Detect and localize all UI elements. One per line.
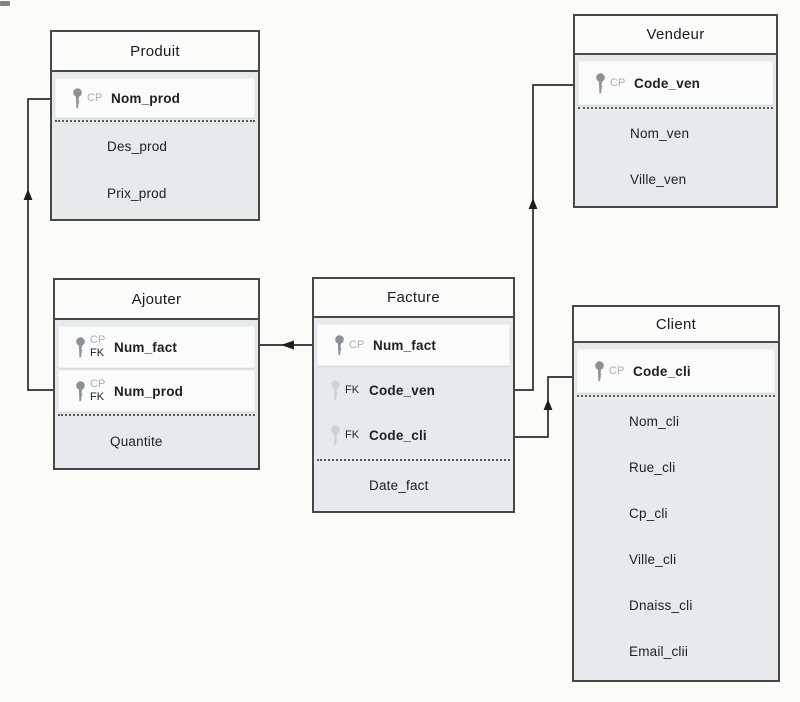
relationship-line-facture-vendeur [515, 84, 573, 391]
arrowhead-toward-ajouter [281, 340, 294, 350]
entity-ajouter: Ajouter CP FK Num_fact [53, 278, 260, 470]
field-name: Ville_cli [629, 551, 677, 567]
field-row-ville-cli: Ville_cli [574, 536, 778, 582]
entity-title: Produit [52, 32, 258, 72]
key-cell: FK [314, 425, 369, 446]
primary-key-icon [596, 72, 605, 93]
field-name: Cp_cli [629, 505, 668, 521]
key-separator [578, 107, 773, 109]
primary-key-icon [73, 87, 82, 108]
field-row-code-ven: FK Code_ven [314, 368, 513, 413]
field-row-ville-ven: Ville_ven [575, 156, 776, 202]
field-row-num-fact: CP Num_fact [317, 324, 510, 366]
field-row-cp-cli: Cp_cli [574, 490, 778, 536]
primary-key-icon [335, 334, 344, 355]
field-row-nom-ven: Nom_ven [575, 110, 776, 156]
entity-vendeur: Vendeur CP Code_ven Nom_ven Ville_ven [573, 14, 778, 208]
entity-body: CP FK Num_fact CP FK Num_prod Quantite [55, 320, 258, 465]
key-badges: CP FK [90, 379, 105, 403]
cp-badge: CP [610, 76, 626, 89]
arrowhead-toward-produit [23, 189, 33, 200]
foreign-key-icon [331, 425, 340, 446]
relationship-line-facture-client [515, 376, 572, 438]
field-row-quantite: Quantite [55, 417, 258, 465]
key-cell: CP [578, 360, 633, 382]
primary-key-icon [595, 360, 604, 381]
entity-body: CP Nom_prod Des_prod Prix_prod [52, 72, 258, 217]
key-separator [577, 395, 775, 397]
field-name: Des_prod [107, 139, 168, 154]
entity-facture: Facture CP Num_fact FK Code_ven [312, 277, 515, 513]
entity-title: Client [574, 307, 778, 343]
field-row-nom-prod: CP Nom_prod [55, 78, 255, 118]
arrowhead-toward-client [543, 399, 553, 410]
field-name: Code_ven [369, 383, 436, 398]
field-name: Num_prod [114, 383, 184, 399]
scan-artifact [0, 1, 10, 6]
field-name: Ville_ven [630, 171, 687, 187]
field-name: Date_fact [369, 478, 429, 493]
field-name: Nom_ven [630, 125, 690, 141]
field-name: Quantite [110, 433, 163, 449]
cp-badge: CP [87, 91, 103, 104]
entity-title: Facture [314, 279, 513, 318]
field-row-num-fact: CP FK Num_fact [58, 326, 255, 368]
entity-body: CP Code_cli Nom_cli Rue_cli Cp_cli Ville… [574, 343, 778, 674]
field-name: Dnaiss_cli [629, 597, 693, 613]
entity-client: Client CP Code_cli Nom_cli Rue_cli Cp_cl… [572, 305, 780, 682]
field-row-code-cli: CP Code_cli [577, 349, 775, 393]
key-cell: CP [579, 72, 634, 94]
cp-badge: CP [349, 338, 365, 351]
field-row-email-clii: Email_clii [574, 628, 778, 674]
field-name: Code_ven [634, 75, 701, 91]
field-name: Num_fact [373, 337, 437, 353]
cp-badge: CP [90, 334, 106, 346]
field-name: Code_cli [633, 363, 691, 379]
cp-badge: CP [609, 364, 625, 377]
field-name: Code_cli [369, 428, 427, 443]
field-name: Email_clii [629, 643, 689, 659]
field-row-des-prod: Des_prod [52, 123, 258, 170]
field-row-nom-cli: Nom_cli [574, 398, 778, 444]
entity-title: Vendeur [575, 16, 776, 55]
entity-title: Ajouter [55, 280, 258, 320]
key-separator [58, 414, 255, 416]
arrowhead-toward-vendeur [528, 198, 538, 209]
key-cell: CP [56, 87, 111, 109]
field-row-dnaiss-cli: Dnaiss_cli [574, 582, 778, 628]
fk-badge: FK [90, 347, 105, 359]
field-name: Rue_cli [629, 459, 676, 475]
cp-badge: CP [90, 378, 106, 390]
key-cell: CP FK [59, 379, 114, 403]
key-badges: CP FK [90, 335, 105, 359]
fk-badge: FK [90, 391, 105, 403]
field-row-code-ven: CP Code_ven [578, 61, 773, 105]
primary-foreign-key-icon [76, 380, 85, 401]
entity-body: CP Code_ven Nom_ven Ville_ven [575, 55, 776, 202]
key-cell: CP FK [59, 335, 114, 359]
primary-foreign-key-icon [76, 336, 85, 357]
key-separator [55, 120, 255, 122]
field-row-prix-prod: Prix_prod [52, 170, 258, 217]
field-row-date-fact: Date_fact [314, 462, 513, 509]
field-name: Num_fact [114, 339, 178, 355]
field-name: Nom_prod [111, 90, 181, 106]
fk-badge: FK [345, 429, 360, 441]
key-cell: CP [318, 334, 373, 356]
field-row-num-prod: CP FK Num_prod [58, 370, 255, 412]
field-row-code-cli: FK Code_cli [314, 413, 513, 458]
entity-produit: Produit CP Nom_prod Des_prod Prix_prod [50, 30, 260, 221]
fk-badge: FK [345, 384, 360, 396]
entity-body: CP Num_fact FK Code_ven FK Code [314, 318, 513, 509]
field-name: Prix_prod [107, 186, 167, 201]
key-cell: FK [314, 380, 369, 401]
key-separator [317, 459, 510, 461]
field-row-rue-cli: Rue_cli [574, 444, 778, 490]
foreign-key-icon [331, 380, 340, 401]
field-name: Nom_cli [629, 413, 680, 429]
